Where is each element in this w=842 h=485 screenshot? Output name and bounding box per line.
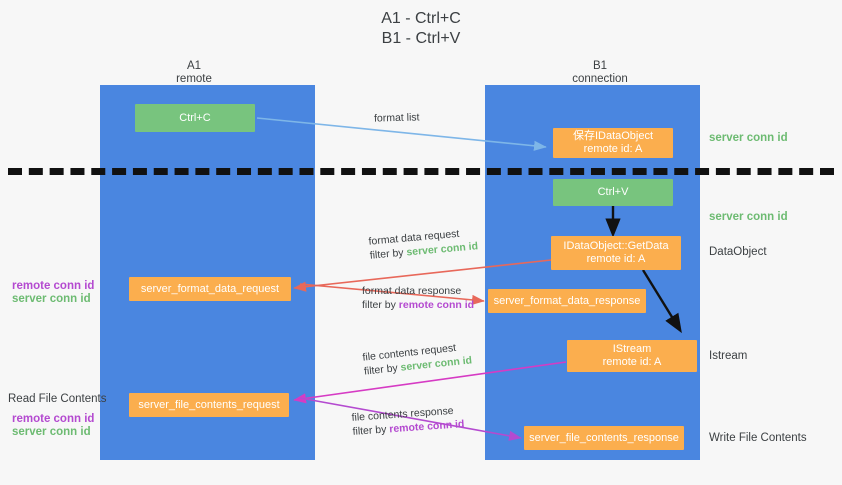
edge-label-format-data-response-text: format data response — [362, 285, 462, 297]
column-header-a1: A1 remote — [124, 60, 264, 86]
node-server-file-contents-request-label: server_file_contents_request — [138, 398, 280, 411]
column-header-b1: B1 connection — [530, 60, 670, 86]
edge-label-format-data-response-value: remote conn id — [398, 299, 475, 311]
node-idataobject-getdata-line2: remote id: A — [586, 253, 646, 265]
node-idataobject-getdata-line1: IDataObject::GetData — [563, 240, 669, 252]
edge-label-format-list-text: format list — [373, 111, 420, 125]
right-label-istream: Istream — [709, 350, 748, 362]
edge-label-format-data-response-prefix: filter by — [362, 299, 399, 311]
right-label-server-conn-id-top: server conn id — [709, 132, 788, 144]
edge-label-format-data-request-prefix: filter by — [369, 246, 407, 262]
edge-label-file-contents-response: file contents response filter by remote … — [351, 403, 465, 439]
edge-label-format-list: format list — [374, 110, 420, 125]
left-label-server-conn-id-2: server conn id — [12, 426, 91, 438]
left-label-server-conn-id-1: server conn id — [12, 293, 91, 305]
page-title: A1 - Ctrl+C B1 - Ctrl+V — [381, 10, 461, 47]
edge-label-file-contents-response-value: remote conn id — [388, 418, 465, 436]
node-save-idataobject[interactable]: 保存IDataObject remote id: A — [553, 128, 673, 158]
edge-label-file-contents-request: file contents request filter by server c… — [362, 339, 473, 378]
node-idataobject-getdata[interactable]: IDataObject::GetData remote id: A — [551, 236, 681, 270]
node-ctrl-v[interactable]: Ctrl+V — [553, 179, 673, 206]
edge-label-file-contents-response-prefix: filter by — [352, 423, 390, 438]
node-istream-line2: remote id: A — [602, 356, 662, 368]
edge-label-format-data-response: format data response filter by remote co… — [362, 284, 474, 312]
column-header-b1-sub: connection — [572, 73, 628, 85]
left-label-remote-conn-id-1: remote conn id — [12, 280, 95, 292]
column-header-a1-name: A1 — [186, 60, 202, 72]
node-server-file-contents-request[interactable]: server_file_contents_request — [129, 393, 289, 417]
node-ctrl-c[interactable]: Ctrl+C — [135, 104, 255, 132]
node-istream-line1: IStream — [612, 343, 652, 355]
left-label-remote-conn-id-2: remote conn id — [12, 413, 95, 425]
node-save-idataobject-line2: remote id: A — [583, 143, 643, 155]
node-istream[interactable]: IStream remote id: A — [567, 340, 697, 372]
node-server-format-data-request-label: server_format_data_request — [140, 282, 280, 295]
node-ctrl-c-label: Ctrl+C — [179, 111, 211, 124]
right-label-dataobject: DataObject — [709, 246, 767, 258]
right-label-server-conn-id-mid: server conn id — [709, 211, 788, 223]
right-label-write-file-contents: Write File Contents — [709, 432, 807, 444]
node-server-format-data-response-label: server_format_data_response — [493, 294, 641, 307]
edge-label-format-data-request: format data request filter by server con… — [368, 225, 479, 262]
node-ctrl-v-label: Ctrl+V — [597, 186, 629, 198]
node-server-format-data-request[interactable]: server_format_data_request — [129, 277, 291, 301]
left-label-read-file-contents: Read File Contents — [8, 393, 107, 405]
node-server-file-contents-response-label: server_file_contents_response — [529, 431, 679, 444]
edge-label-file-contents-request-prefix: filter by — [363, 361, 402, 378]
column-header-b1-name: B1 — [592, 60, 608, 72]
phase-separator — [8, 168, 834, 175]
node-save-idataobject-line1: 保存IDataObject — [572, 130, 654, 142]
node-server-format-data-response[interactable]: server_format_data_response — [488, 289, 646, 313]
column-header-a1-sub: remote — [176, 73, 212, 85]
node-server-file-contents-response[interactable]: server_file_contents_response — [524, 426, 684, 450]
